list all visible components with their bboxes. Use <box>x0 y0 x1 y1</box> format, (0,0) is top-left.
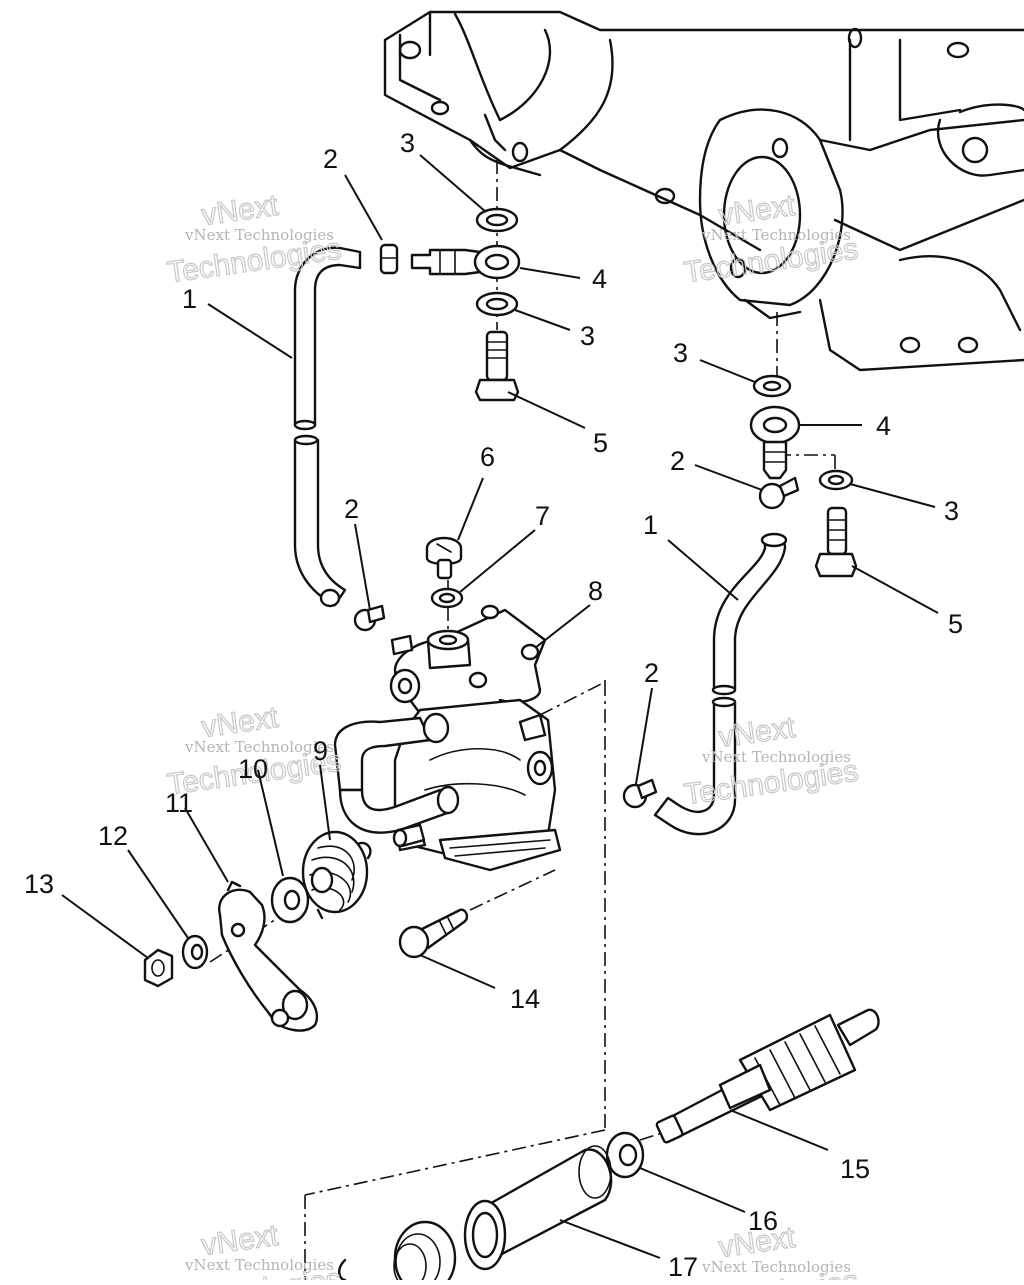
banjo-fitting-right <box>749 405 801 480</box>
hose-clip-top <box>379 243 399 275</box>
sealing-washer-pump <box>430 587 464 609</box>
callout-2-top-clip: 2 <box>323 144 338 174</box>
oil-hose-left <box>293 246 362 608</box>
callout-3-top-washer-lower: 3 <box>580 321 595 351</box>
callout-7-pump-washer: 7 <box>535 501 550 531</box>
pump-shaft-stub <box>392 823 426 848</box>
lever-nut <box>143 948 174 988</box>
hose-clip-right-upper <box>758 476 800 510</box>
callout-6-pump-screw: 6 <box>480 442 495 472</box>
watermark-text: vNext Technologies <box>184 738 334 756</box>
drive-shaft-bushing <box>463 1145 613 1271</box>
callout-15-drive-shaft: 15 <box>840 1154 870 1184</box>
callout-9-spring: 9 <box>313 736 328 766</box>
watermark-text: vNext Technologies <box>701 748 851 766</box>
banjo-bolt-top <box>474 330 520 402</box>
callout-2-right-clip: 2 <box>670 446 685 476</box>
callout-12-lock-washer: 12 <box>98 821 128 851</box>
callout-4-right-banjo: 4 <box>876 411 891 441</box>
callout-2-lower-clip: 2 <box>644 658 659 688</box>
callout-13-nut: 13 <box>24 869 54 899</box>
throttle-control-lever <box>218 880 319 1032</box>
hose-clip-pump-left <box>353 604 386 632</box>
callout-5-top-bolt: 5 <box>593 428 608 458</box>
pump-drive-gear-shaft <box>655 1008 880 1144</box>
watermark-text: vNext Technologies <box>701 226 851 244</box>
sealing-washer-right-lower <box>818 469 854 491</box>
callout-4-top-banjo: 4 <box>592 264 607 294</box>
callout-10-washer: 10 <box>238 754 268 784</box>
callout-1-left-hose: 1 <box>182 284 197 314</box>
callout-3-top-washer: 3 <box>400 128 415 158</box>
leader-lines <box>61 154 939 1259</box>
lever-washer <box>270 876 310 924</box>
callout-11-lever: 11 <box>165 788 193 818</box>
banjo-fitting-top <box>410 244 521 280</box>
callout-17-bushing: 17 <box>668 1252 698 1280</box>
callout-3-right-washer-lower: 3 <box>944 496 959 526</box>
part-number-callouts: 1 2 3 4 3 5 3 4 2 3 1 5 6 7 2 8 2 9 10 1… <box>24 128 963 1282</box>
callout-8-oil-pump: 8 <box>588 576 603 606</box>
engine-crankcase <box>383 10 1024 372</box>
callout-16-shaft-washer: 16 <box>748 1206 778 1236</box>
callout-2-pump-clip: 2 <box>344 494 359 524</box>
watermark-text: vNext Technologies <box>184 226 334 244</box>
sealing-washer-top-upper <box>475 207 519 233</box>
watermark-text: vNext Technologies <box>701 1258 851 1276</box>
pump-mounting-bolt <box>398 908 469 959</box>
lock-washer <box>181 934 209 970</box>
sealing-washer-right-upper <box>752 374 792 398</box>
hose-clip-right-lower <box>622 778 658 809</box>
banjo-bolt-right <box>814 506 858 578</box>
callout-1-right-hose: 1 <box>643 510 658 540</box>
callout-5-right-bolt: 5 <box>948 609 963 639</box>
pump-cover-screw <box>425 536 463 580</box>
drive-shaft-washer <box>605 1131 645 1179</box>
sealing-washer-top-lower <box>475 291 519 317</box>
oil-hose-right <box>653 532 788 836</box>
watermark-text: vNext Technologies <box>184 1256 334 1274</box>
return-spring <box>301 830 372 920</box>
oil-pump-body <box>333 604 562 872</box>
drive-shaft-spring <box>338 1220 457 1285</box>
callout-14-mounting-bolt: 14 <box>510 984 540 1014</box>
callout-3-right-washer: 3 <box>673 338 688 368</box>
